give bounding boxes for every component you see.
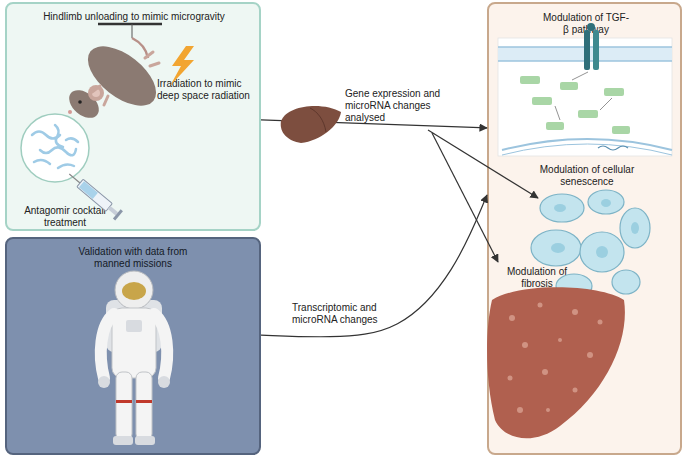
panel-text: Hindlimb unloading to mimic microgravity (21, 11, 247, 23)
connector-arrow (261, 195, 487, 337)
panel-text: Antagomir cocktail treatment (13, 205, 117, 229)
connector-arrow (261, 120, 487, 128)
liver-illustration (281, 106, 341, 143)
panel-text: Irradiation to mimic deep space radiatio… (157, 78, 259, 102)
panel-box: Validation with data from manned mission… (5, 237, 261, 455)
edge-label: Gene expression and microRNA changes ana… (345, 88, 455, 124)
panel-box: Hindlimb unloading to mimic microgravity… (5, 2, 261, 231)
panel-text: Modulation of fibrosis (497, 266, 577, 290)
panel-text: Modulation of TGF-β pathway (541, 12, 631, 36)
panel-box: Modulation of TGF-β pathwayModulation of… (487, 2, 682, 455)
panel-text: Modulation of cellular senescence (535, 164, 639, 188)
liver-lobe-line (310, 108, 326, 132)
panel-text: Validation with data from manned mission… (65, 246, 201, 270)
edge-label: Transcriptomic and microRNA changes (292, 302, 392, 326)
